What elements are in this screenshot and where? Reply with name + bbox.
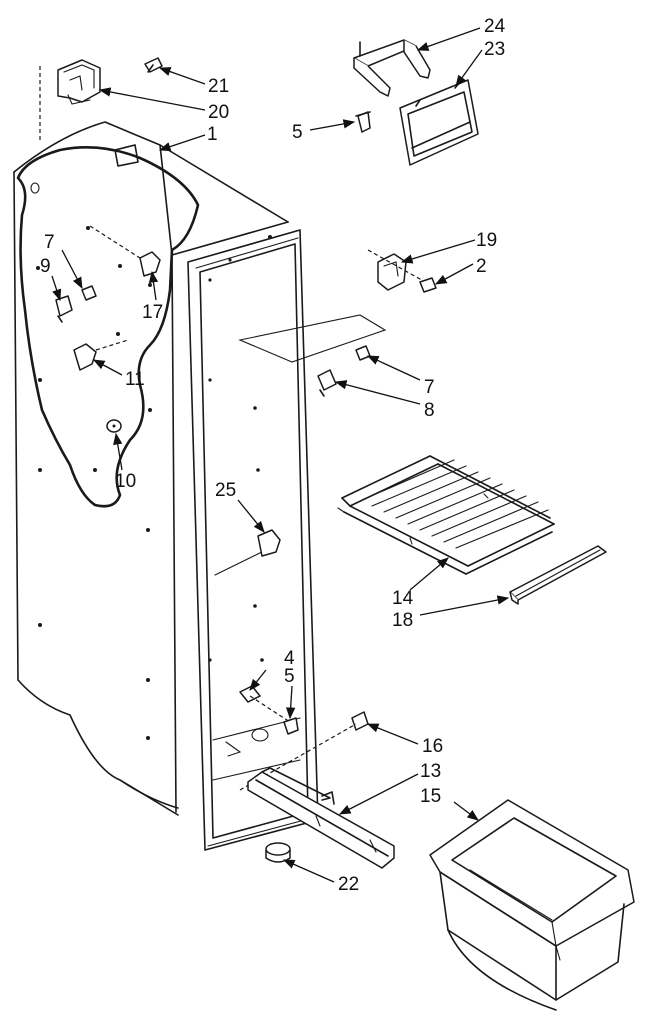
screw-part-5-top xyxy=(355,111,371,133)
label-1: 1 xyxy=(207,124,218,145)
label-25: 25 xyxy=(215,480,236,501)
cabinet-liner xyxy=(13,121,387,851)
label-18: 18 xyxy=(392,610,413,631)
shelf-part-14 xyxy=(337,455,555,575)
clip-part-4 xyxy=(239,685,261,703)
screw-part-21 xyxy=(144,57,163,73)
label-19: 19 xyxy=(476,230,497,251)
stud-part-9 xyxy=(55,295,73,323)
label-23: 23 xyxy=(484,39,505,60)
label-11: 11 xyxy=(125,369,145,390)
part-labels: 21 20 1 24 23 5 19 2 7 9 17 11 7 8 10 25… xyxy=(40,16,506,895)
clip-part-7-right xyxy=(355,345,371,361)
label-14: 14 xyxy=(392,588,414,609)
label-7-right: 7 xyxy=(424,377,435,398)
clip-part-7-left xyxy=(81,285,97,301)
trim-part-18 xyxy=(509,545,607,605)
foot-part-22 xyxy=(265,842,291,863)
bracket-part-20 xyxy=(39,59,101,140)
clip-part-25 xyxy=(257,529,281,557)
screw-part-5-lower xyxy=(249,695,299,735)
label-13: 13 xyxy=(420,761,441,782)
leader-lines xyxy=(51,27,510,883)
rail-part-13 xyxy=(247,767,395,869)
label-22: 22 xyxy=(338,874,359,895)
hinge-part-24 xyxy=(353,39,431,97)
button-part-10 xyxy=(106,419,122,433)
label-17: 17 xyxy=(142,302,163,323)
label-21: 21 xyxy=(208,76,229,97)
label-20: 20 xyxy=(208,102,229,123)
label-5-top: 5 xyxy=(292,122,303,143)
label-24: 24 xyxy=(484,16,506,37)
label-9: 9 xyxy=(40,256,51,277)
label-10: 10 xyxy=(115,471,136,492)
bracket-part-11 xyxy=(73,339,129,371)
label-16: 16 xyxy=(422,736,443,757)
label-4: 4 xyxy=(284,648,295,669)
stud-part-8 xyxy=(317,369,337,397)
label-7-left: 7 xyxy=(44,232,55,253)
label-8: 8 xyxy=(424,400,435,421)
label-2: 2 xyxy=(476,256,487,277)
label-15: 15 xyxy=(420,786,441,807)
clip-part-17 xyxy=(89,225,161,277)
label-5-lower: 5 xyxy=(284,666,295,687)
bin-part-15 xyxy=(429,799,635,1011)
screw-part-2 xyxy=(419,277,437,293)
cover-part-23 xyxy=(399,79,479,166)
